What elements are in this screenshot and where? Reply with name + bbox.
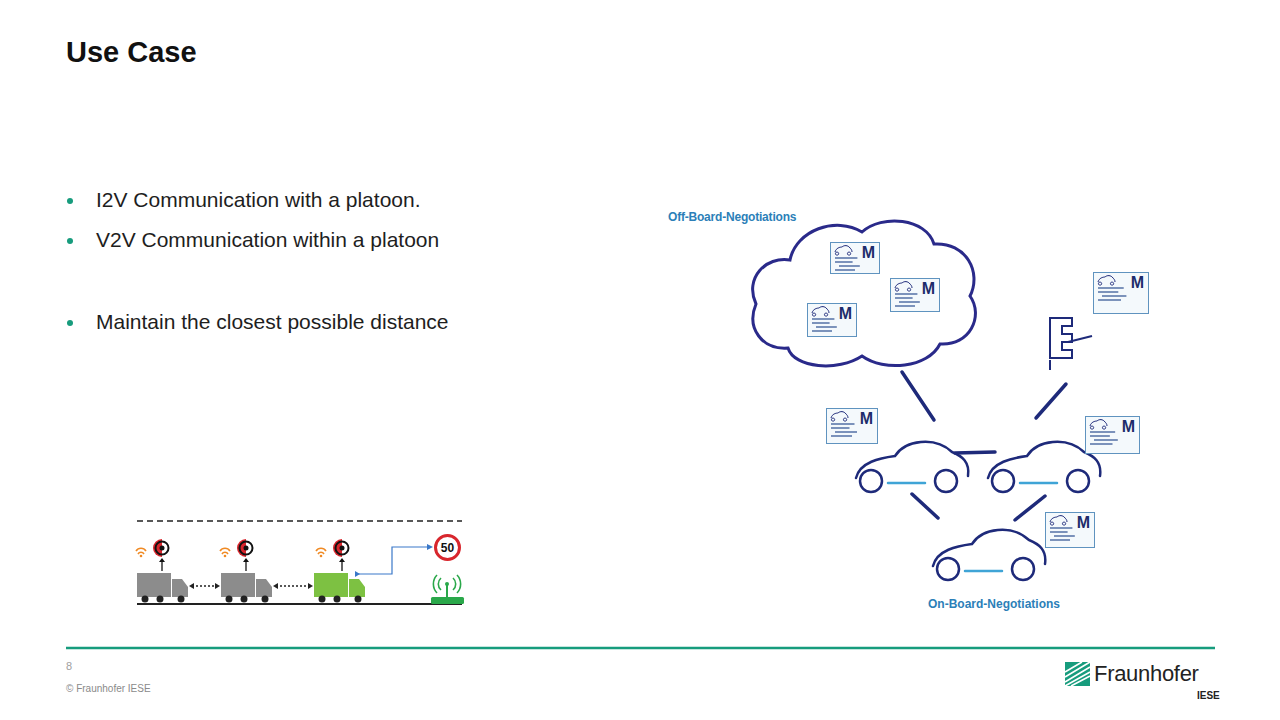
model-letter: M [922,281,935,297]
v2v-arrow [192,585,310,586]
slide-title: Use Case [66,36,197,69]
model-letter: M [1077,515,1090,531]
car [933,530,1045,580]
bullet-dot [67,320,73,326]
copyright-note: © Fraunhofer IESE [66,683,151,694]
road-line [137,603,462,605]
logo-mark [1065,662,1090,686]
model-letter: M [839,306,852,322]
roadside-antenna [431,575,464,604]
document-card: M [807,303,857,337]
arrow-head [355,571,360,577]
document-card: M [1045,512,1095,548]
bullet-dot [67,198,73,204]
truck-lead [314,573,365,603]
car [856,442,968,492]
model-letter: M [862,245,875,261]
document-card: M [1093,272,1149,314]
page-number: 8 [66,660,72,672]
cloud-outline [744,212,984,372]
logo-wordmark: Fraunhofer [1094,661,1199,687]
car [988,442,1100,492]
footer-rule [66,647,1215,650]
i2v-arrow [356,547,428,574]
document-card: M [830,242,880,274]
document-card: M [826,408,878,444]
truck [221,573,272,603]
road-dashed-line [137,520,462,522]
group-label: On-Board-Negotiations [928,597,1060,611]
bullet-text: V2V Communication within a platoon [96,228,439,252]
group-heading: Off-Board-Negotiations [668,210,796,224]
model-letter: M [1122,419,1135,435]
negotiation-strokes [902,372,1066,520]
model-letter: M [860,411,873,427]
speed-sign: 50 [434,534,461,561]
logo-subtext: IESE [1197,690,1220,701]
bullet-text: Maintain the closest possible distance [96,310,449,334]
arrow-heads [189,583,313,589]
arrow-head [427,544,433,550]
document-card: M [890,278,940,312]
speed-limit: 50 [441,542,454,554]
cloud-group: Off-Board-NegotiationsM M M [668,210,980,370]
bullet-text: I2V Communication with a platoon. [96,188,421,212]
bullet-dot [67,238,73,244]
truck [137,573,188,603]
document-card: M [1085,416,1140,454]
sensor-icons [136,539,349,571]
model-letter: M [1131,275,1144,291]
server-icon [1050,318,1092,370]
